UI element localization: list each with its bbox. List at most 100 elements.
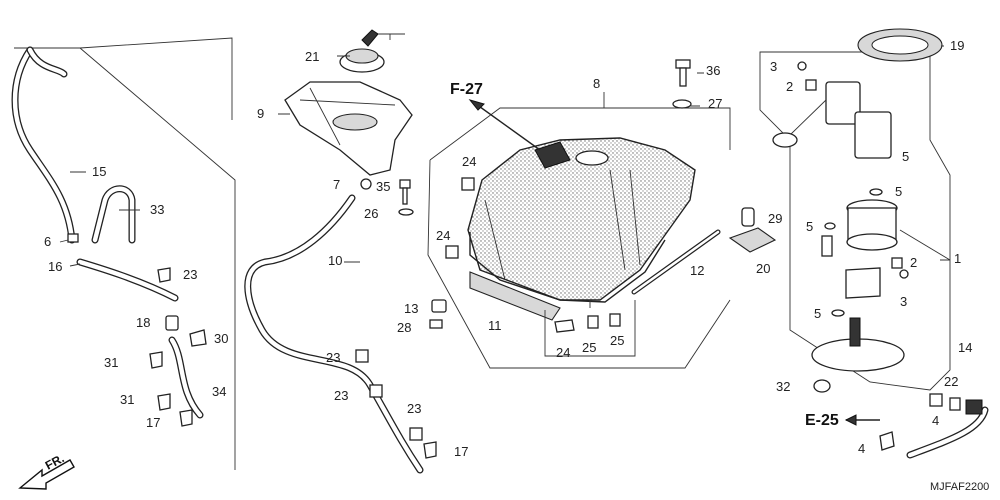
washer-27: [672, 99, 692, 109]
rod-12: [631, 229, 721, 295]
ref-f27: F-27: [450, 81, 483, 98]
ref-arrow-f27: F-27: [450, 81, 541, 151]
callout-16: 16: [48, 259, 62, 274]
callout-1: 1: [954, 251, 961, 266]
clip-24-b: [445, 245, 459, 259]
callout-9: 9: [257, 106, 264, 121]
mount-20: [728, 227, 777, 253]
clip-22: [949, 397, 961, 411]
clip-18: [165, 315, 179, 331]
clip-31-upper: [149, 351, 163, 369]
callout-7: 7: [333, 177, 340, 192]
callout-4-a: 4: [932, 413, 939, 428]
callout-31-a: 31: [104, 355, 118, 370]
bolt-35: [399, 179, 411, 205]
fuel-tank-8: [467, 137, 696, 303]
collar-13: [431, 299, 447, 313]
sender-unit: [772, 81, 861, 148]
tank-group-frame: [427, 107, 731, 369]
callout-23-c: 23: [334, 388, 348, 403]
front-direction-arrow: FR.: [18, 451, 75, 490]
screw-3-b: [899, 269, 909, 279]
bolt-36: [675, 59, 691, 87]
oring-5-b: [824, 222, 836, 230]
callout-29: 29: [768, 211, 782, 226]
bracket-5-top: [854, 111, 892, 159]
callout-20: 20: [756, 261, 770, 276]
pump-base-plate: [811, 317, 905, 372]
callout-24-c: 24: [556, 345, 570, 360]
clip-30: [189, 329, 207, 347]
pump-motor: [846, 199, 898, 251]
callout-24-b: 24: [436, 228, 450, 243]
clip-17-right: [423, 441, 437, 459]
callout-30: 30: [214, 331, 228, 346]
bolt-7: [360, 178, 372, 190]
callout-32: 32: [776, 379, 790, 394]
nut-32: [813, 379, 831, 393]
screw-3-a: [797, 61, 807, 71]
callout-3-a: 3: [770, 59, 777, 74]
left-group-frame: [14, 37, 236, 470]
filler-neck: [534, 141, 609, 169]
grommet-2-b: [891, 257, 903, 269]
callout-5-d: 5: [814, 306, 821, 321]
callout-36: 36: [706, 63, 720, 78]
callout-23-a: 23: [183, 267, 197, 282]
clip-23-a: [157, 267, 171, 283]
sensor-part: [821, 235, 833, 257]
grommet-2-a: [805, 79, 817, 91]
callout-35: 35: [376, 179, 390, 194]
clip-4-right: [929, 393, 943, 407]
callout-18: 18: [136, 315, 150, 330]
callout-28: 28: [397, 320, 411, 335]
callout-34: 34: [212, 384, 226, 399]
oring-5-d: [831, 309, 845, 317]
hose-34: [168, 336, 204, 419]
clip-31-lower: [157, 393, 171, 411]
callout-17-a: 17: [146, 415, 160, 430]
callout-2-a: 2: [786, 79, 793, 94]
packing-ring-19: [857, 28, 943, 62]
callout-23-b: 23: [326, 350, 340, 365]
joint-6: [67, 233, 79, 243]
feed-hose-14: [906, 399, 989, 459]
damper-29: [741, 207, 755, 227]
clip-23-b: [355, 349, 369, 363]
clip-24-a: [461, 177, 475, 191]
pump-group-frame: [759, 51, 951, 391]
callout-2-b: 2: [910, 255, 917, 270]
callout-5-c: 5: [806, 219, 813, 234]
bent-hose-33: [91, 185, 136, 244]
filter-body: [845, 267, 881, 299]
clip-23-c: [369, 384, 383, 398]
callout-23-d: 23: [407, 401, 421, 416]
shield-11: [469, 271, 561, 321]
callout-12: 12: [690, 263, 704, 278]
clip-25-a: [587, 315, 599, 329]
callout-13: 13: [404, 301, 418, 316]
callout-27: 27: [708, 96, 722, 111]
clip-23-d: [409, 427, 423, 441]
long-hose-10: [244, 194, 424, 474]
bolt-28: [429, 319, 443, 329]
callout-31-b: 31: [120, 392, 134, 407]
ref-arrow-e25: E-25: [805, 412, 880, 429]
callout-3-b: 3: [900, 294, 907, 309]
callout-26: 26: [364, 206, 378, 221]
callout-5-b: 5: [895, 184, 902, 199]
tank-cover-9: [284, 81, 413, 176]
box-24-25: [544, 300, 636, 357]
hose-16: [76, 258, 179, 302]
clip-25-b: [609, 313, 621, 327]
callout-19: 19: [950, 38, 964, 53]
ref-e25: E-25: [805, 412, 839, 429]
leader-lines: [59, 45, 951, 308]
callout-22: 22: [944, 374, 958, 389]
callout-4-b: 4: [858, 441, 865, 456]
callout-5-a: 5: [902, 149, 909, 164]
callout-6: 6: [44, 234, 51, 249]
callout-33: 33: [150, 202, 164, 217]
